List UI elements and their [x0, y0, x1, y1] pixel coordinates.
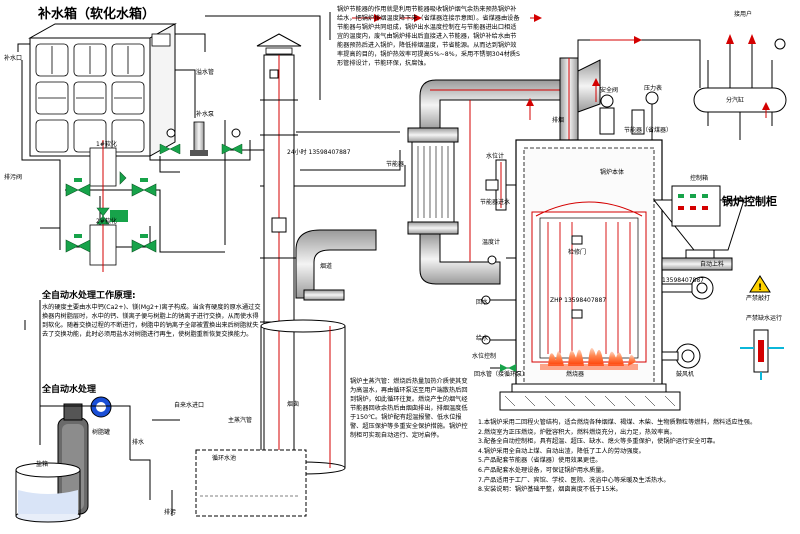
label-burner: 燃烧器: [566, 371, 585, 378]
label-water-inlet: 自来水进口: [174, 402, 205, 409]
label-boiler-body: 锅炉本体: [600, 169, 625, 176]
right-note-7: 7.产品适用于工厂、宾馆、学校、医院、洗浴中心等采暖及生活热水。: [478, 476, 670, 484]
label-manifold: 分汽缸: [726, 97, 745, 104]
burner-flames: [540, 348, 638, 370]
sensor-detail: [740, 329, 784, 380]
top-pipes: [205, 12, 542, 171]
label-to-user: 接用户: [734, 11, 753, 18]
warning-sign: !: [749, 275, 771, 293]
label-exhaust: 排烟: [552, 117, 565, 124]
label-phone-right: 13598407887: [662, 277, 704, 284]
label-control-box: 控制箱: [690, 175, 709, 182]
label-chimney: 烟囱: [287, 401, 300, 408]
label-feed-water: 给水: [476, 335, 489, 342]
right-note-5: 5.产品配套节能器（省煤器）使用效果更佳。: [478, 457, 602, 465]
right-note-6: 6.产品配套水处理设备，可保证锅炉用水质量。: [478, 467, 608, 475]
label-drain-valve: 排污阀: [4, 174, 23, 181]
label-safety-valve: 安全阀: [600, 87, 619, 94]
boiler-fittings: [481, 91, 659, 372]
economizer: [407, 59, 601, 285]
tank-title: 补水箱（软化水箱）: [38, 7, 156, 22]
label-pump: 补水泵: [196, 111, 215, 118]
label-return-water: 回水: [476, 299, 489, 306]
right-note-1: 1.本锅炉采用二回程火管结构，适合燃烧各种烟煤、褐煤、木柴、生物质颗粒等燃料，燃…: [478, 419, 757, 426]
bottom-pipes: [130, 419, 180, 516]
middle-note: 锅炉主蒸汽管：燃烧后热量加热介质使其变为高温水，再由循环泵送至用户端散热后回到锅…: [350, 378, 468, 439]
label-temp-gauge: 温度计: [482, 239, 501, 246]
softener-valve-group: [65, 140, 157, 272]
control-cabinet-title: 锅炉控制柜: [722, 195, 777, 208]
principle-text: 水的硬度主要由水中钙(Ca2+)、镁(Mg2+)离子构成。当含有硬度的原水通过交…: [42, 304, 261, 338]
boiler-body: [499, 139, 681, 411]
label-economizer-inlet: 节能器进水: [480, 199, 511, 206]
tank-piping: [17, 33, 406, 445]
label-resin-tank: 树脂罐: [92, 429, 111, 436]
label-level-control: 水位控制: [472, 353, 497, 360]
right-note-8: 8.安装说明：锅炉基础平整，烟囱高度不低于15米。: [478, 486, 622, 494]
svg-text:!: !: [758, 283, 762, 293]
label-drain: 排水: [132, 439, 145, 446]
label-steam-out: 主蒸汽管: [228, 417, 253, 424]
principle-title: 全自动水处理工作原理:: [42, 291, 136, 301]
label-economizer: 节能器: [386, 161, 405, 168]
label-warning-2: 严禁缺水运行: [746, 315, 783, 322]
label-warning-1: 严禁敲打: [746, 295, 771, 302]
makeup-pump-group: [159, 121, 243, 156]
flow-arrows: [526, 78, 770, 120]
label-softener-2: 2#软化: [96, 218, 117, 225]
blower-fan: [661, 276, 714, 369]
label-salt-tank: 盐箱: [36, 461, 49, 468]
label-flue-pipe: 烟道: [320, 263, 333, 270]
label-phone-mid: ZHP 13598407887: [550, 297, 607, 304]
steam-riser: [559, 57, 579, 141]
label-fan: 鼓风机: [676, 371, 695, 378]
label-softener-1: 1#软化: [96, 141, 117, 148]
makeup-water-tank: [28, 23, 177, 157]
label-overflow-pipe: 溢水管: [196, 69, 215, 76]
label-phone-left: 24小时 13598407887: [287, 149, 351, 156]
label-pressure-gauge: 压力表: [644, 85, 663, 92]
label-return-note: 回水管（接循环泵）: [474, 371, 529, 378]
right-note-3: 3.配备全自动控制柜，具有超温、超压、缺水、熄火等多重保护，使锅炉运行安全可靠。: [478, 438, 720, 446]
chimney: [256, 33, 302, 484]
top-note: 锅炉节能器的作用就是利用节能器吸收锅炉烟气余热来预热锅炉补给水，把锅炉排烟温度降…: [337, 6, 520, 67]
label-makeup-inlet: 补水口: [4, 55, 23, 62]
fuel-hopper: [652, 185, 745, 271]
auto-water-title: 全自动水处理: [42, 385, 97, 395]
label-water-level: 水位计: [486, 153, 505, 160]
salt-tank: [15, 462, 81, 523]
circulation-pool: [195, 449, 307, 517]
label-inspection: 检修门: [568, 249, 587, 256]
right-note-4: 4.锅炉采用全自动上煤、自动出渣，降低了工人的劳动强度。: [478, 447, 645, 455]
right-notes: 1.本锅炉采用二回程火管结构，适合燃烧各种烟煤、褐煤、木柴、生物质颗粒等燃料，燃…: [478, 418, 796, 495]
label-economizer-note: 节能器（省煤器）: [624, 127, 673, 134]
label-auto-feed: 自动上料: [700, 261, 725, 268]
right-note-2: 2.燃烧室为正压燃烧，炉膛容积大，燃料燃烧充分，出力足，热效率高。: [478, 428, 676, 436]
label-ground-water: 循环水池: [212, 455, 237, 462]
label-blowdown: 排污: [164, 509, 177, 516]
